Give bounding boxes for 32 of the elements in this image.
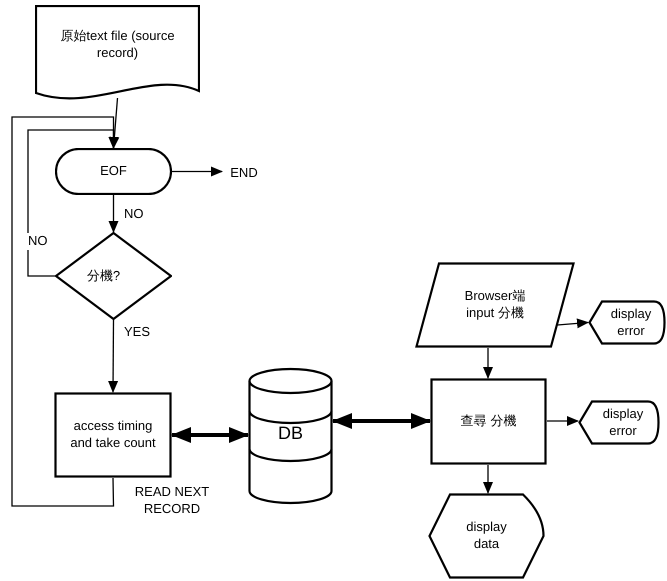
end-label: END	[222, 161, 266, 183]
node-text: Browser端 input 分機	[464, 288, 526, 322]
process-box	[54, 392, 172, 478]
arrow	[483, 348, 493, 379]
display-shape	[578, 400, 660, 445]
arrow	[11, 116, 118, 507]
node-text: 原始text file (source record)	[59, 28, 176, 62]
terminator-shape	[55, 148, 172, 195]
database-cylinder	[248, 367, 333, 505]
display-shape	[588, 300, 666, 345]
arrow	[547, 416, 579, 426]
arrow	[172, 166, 223, 176]
node-text: 分機?	[86, 268, 120, 284]
process-box	[430, 378, 547, 465]
node-text: DB	[278, 422, 303, 446]
node-text: access timing and take count	[69, 418, 157, 452]
arrow	[557, 318, 589, 328]
node-text: EOF	[100, 163, 127, 180]
arrow	[108, 320, 118, 393]
node-text: 查尋 分機	[460, 413, 516, 430]
node-text: display data	[465, 519, 508, 553]
node-text: display error	[602, 406, 644, 440]
display-shape	[428, 493, 545, 579]
arrow	[108, 195, 118, 233]
arrow	[109, 98, 120, 149]
arrow	[171, 427, 249, 443]
node-text: display error	[610, 306, 652, 340]
input-parallelogram	[415, 262, 575, 348]
decision-diamond	[55, 232, 172, 320]
arrow	[332, 413, 431, 429]
arrow	[483, 465, 493, 494]
edge-label: NO	[26, 233, 50, 250]
